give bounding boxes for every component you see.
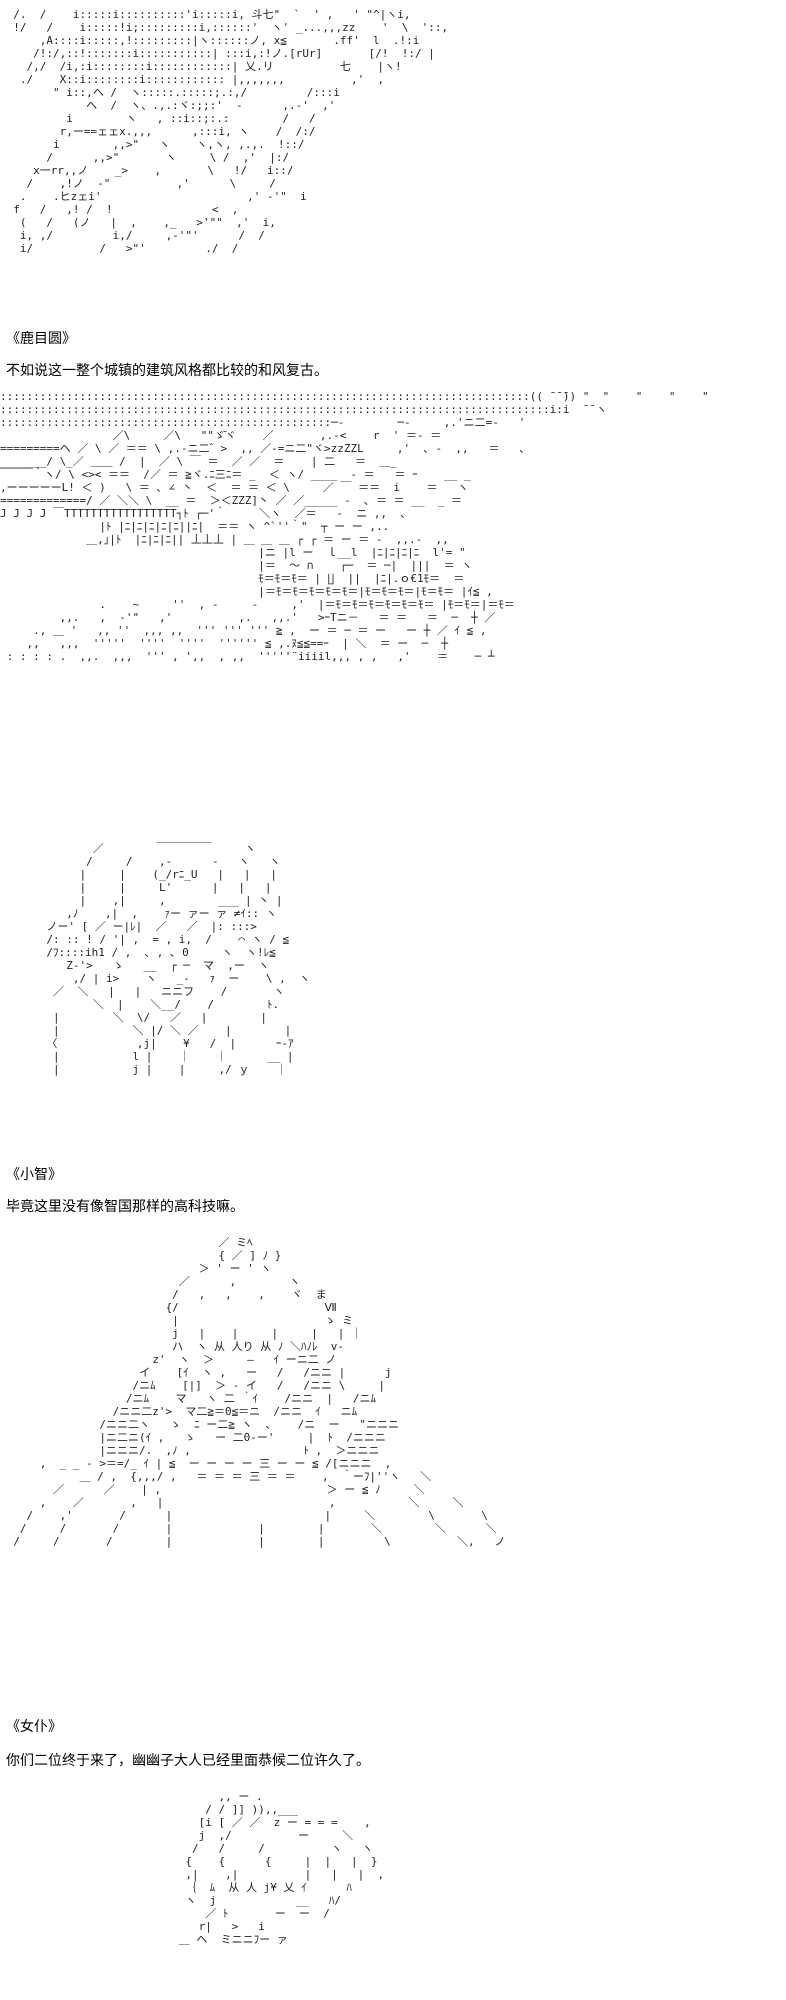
speaker-label: 《小智》	[6, 1167, 62, 1183]
dialogue-line: 你们二位终于来了，幽幽子大人已经里面恭候二位许久了。	[6, 1753, 370, 1769]
ascii-art-town-scenery: ::::::::::::::::::::::::::::::::::::::::…	[0, 390, 709, 663]
ascii-art-satoshi: ／ ￣￣￣￣￣ ヽ / / ,- - ヽ ヽ | | (_/rﾆ_U | | |…	[46, 842, 311, 1076]
speaker-label: 《鹿目圆》	[6, 331, 76, 347]
ascii-art-maid: ／ ミﾍ { ／ ] ﾉ } ＞ ' ー ' ヽ ／ , ヽ / , , , ヾ…	[13, 1236, 506, 1548]
ascii-art-madoka: /. / i:::::i::::::::::'i:::::i, 斗七" ` ' …	[13, 8, 449, 255]
dialogue-line: 毕竟这里没有像智国那样的高科技嘛。	[6, 1199, 244, 1215]
speaker-label: 《女仆》	[6, 1719, 62, 1735]
dialogue-line: 不如说这一整个城镇的建筑风格都比较的和风复古。	[6, 363, 328, 379]
ascii-art-partial-figure: ,, ー . / / ]] )),,___ [i [ ／ ／ z ー = = =…	[178, 1790, 385, 1946]
